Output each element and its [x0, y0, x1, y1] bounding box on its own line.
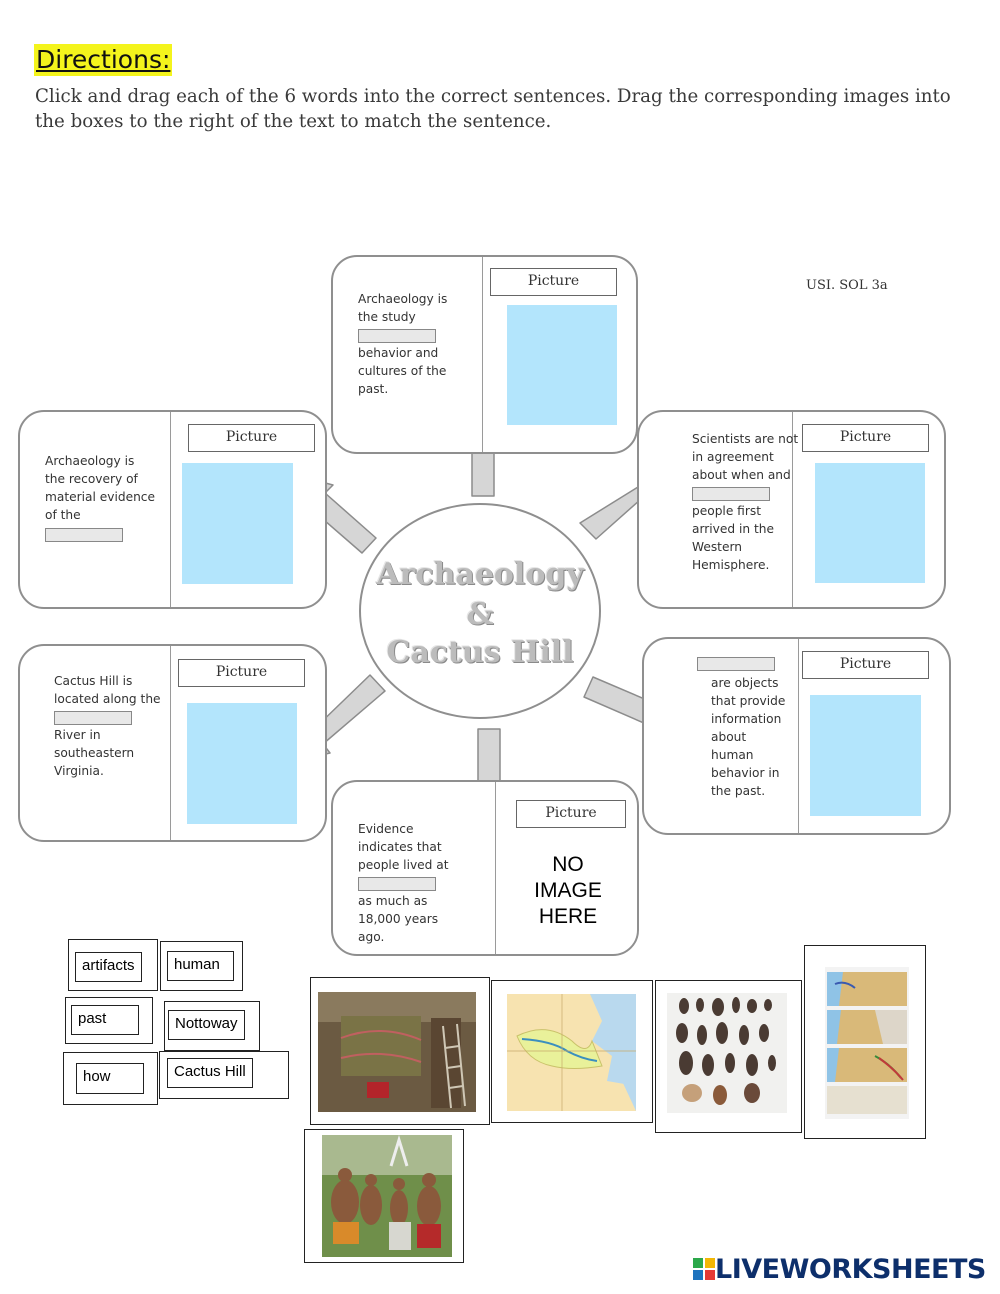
picture-label: Picture: [490, 268, 617, 296]
card-lower-left-after: River in southeastern Virginia.: [54, 728, 135, 778]
word-tile-cactus-hill[interactable]: Cactus Hill: [167, 1058, 253, 1088]
word-tile-frame: [160, 941, 243, 991]
blank-upper-right[interactable]: [692, 486, 770, 501]
card-upper-right: Scientists are not in agreement about wh…: [637, 410, 946, 609]
center-title-circle: Archaeology & Cactus Hill: [359, 503, 601, 719]
card-bottom: Evidence indicates that people lived at …: [331, 780, 639, 956]
picture-label: Picture: [178, 659, 305, 687]
draggable-image-migration-maps[interactable]: [804, 945, 926, 1139]
card-lower-left: Cactus Hill is located along the River i…: [18, 644, 327, 842]
word-tile-frame: [63, 1052, 158, 1105]
logo-icon: [693, 1258, 715, 1280]
image-dropbox-top[interactable]: [507, 305, 617, 425]
card-upper-left-before: Archaeology is the recovery of material …: [45, 454, 155, 522]
blank-top[interactable]: [358, 328, 436, 343]
native-people-image: [322, 1134, 452, 1257]
card-lower-left-text: Cactus Hill is located along the River i…: [54, 672, 164, 780]
no-image-text: NO IMAGE HERE: [534, 853, 602, 928]
picture-label: Picture: [188, 424, 315, 452]
logo-text: LIVEWORKSHEETS: [715, 1253, 986, 1285]
migration-maps-image: [825, 967, 909, 1119]
card-lower-right-text: are objects that provide information abo…: [711, 674, 791, 800]
directions-title: Directions:: [36, 45, 171, 74]
draggable-image-river-map[interactable]: [491, 980, 653, 1123]
word-tile-frame: [159, 1051, 289, 1099]
center-line-1: Archaeology: [376, 557, 584, 592]
card-lower-right: are objects that provide information abo…: [642, 637, 951, 835]
word-tile-how[interactable]: how: [76, 1063, 144, 1094]
blank-bottom[interactable]: [358, 876, 436, 891]
directions-highlight: Directions:: [34, 44, 173, 76]
blank-lower-left[interactable]: [54, 710, 132, 725]
standard-label: USI. SOL 3a: [806, 278, 888, 293]
card-bottom-after: as much as 18,000 years ago.: [358, 894, 439, 944]
picture-label: Picture: [802, 424, 929, 452]
card-lower-right-after: are objects that provide information abo…: [711, 676, 786, 798]
draggable-image-native-people[interactable]: [304, 1129, 464, 1263]
river-map-image: [507, 994, 636, 1111]
center-line-2: &: [466, 597, 494, 632]
image-dropbox-upper-right[interactable]: [815, 463, 925, 583]
card-bottom-text: Evidence indicates that people lived at …: [358, 820, 468, 946]
blank-upper-left[interactable]: [45, 528, 123, 542]
liveworksheets-logo: LIVEWORKSHEETS: [693, 1253, 986, 1285]
card-top-after: behavior and cultures of the past.: [358, 346, 447, 396]
picture-label: Picture: [802, 651, 929, 679]
card-upper-left: Archaeology is the recovery of material …: [18, 410, 327, 609]
card-upper-right-text: Scientists are not in agreement about wh…: [692, 430, 802, 574]
card-lower-left-before: Cactus Hill is located along the: [54, 674, 161, 706]
image-dropbox-lower-left[interactable]: [187, 703, 297, 824]
card-top-before: Archaeology is the study: [358, 292, 448, 324]
directions-text: Click and drag each of the 6 words into …: [35, 86, 951, 132]
draggable-image-stone-artifacts[interactable]: [655, 980, 802, 1133]
word-tile-human[interactable]: human: [167, 951, 234, 981]
card-upper-left-text: Archaeology is the recovery of material …: [45, 452, 155, 542]
image-dropbox-upper-left[interactable]: [182, 463, 293, 584]
card-upper-right-before: Scientists are not in agreement about wh…: [692, 432, 799, 482]
word-tile-past[interactable]: past: [71, 1005, 139, 1035]
word-tile-frame: [68, 939, 158, 991]
center-line-3: Cactus Hill: [386, 635, 574, 670]
picture-label: Picture: [516, 800, 626, 828]
card-top-text: Archaeology is the study behavior and cu…: [358, 290, 453, 398]
card-upper-right-after: people first arrived in the Western Hemi…: [692, 504, 774, 572]
draggable-image-excavation[interactable]: [310, 977, 490, 1125]
excavation-site-image: [318, 992, 476, 1112]
image-dropbox-lower-right[interactable]: [810, 695, 921, 816]
card-bottom-before: Evidence indicates that people lived at: [358, 822, 449, 872]
stone-artifacts-image: [667, 993, 787, 1113]
blank-lower-right[interactable]: [697, 657, 775, 671]
word-tile-artifacts[interactable]: artifacts: [75, 952, 142, 982]
card-top: Archaeology is the study behavior and cu…: [331, 255, 638, 454]
word-tile-nottoway[interactable]: Nottoway: [168, 1010, 245, 1040]
